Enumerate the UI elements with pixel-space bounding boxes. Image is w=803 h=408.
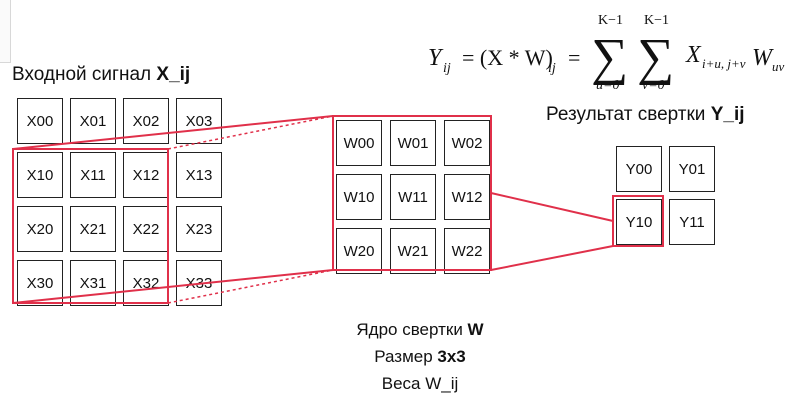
formula-sum1-sigma: ∑ xyxy=(591,29,628,86)
formula-sum2-sigma: ∑ xyxy=(637,29,674,86)
input-title-bold: X_ij xyxy=(156,64,191,85)
input-cell: X31 xyxy=(70,260,116,306)
projection-line-top-right xyxy=(167,115,334,150)
output-title-prefix: Результат свертки xyxy=(546,104,711,125)
input-cell: X03 xyxy=(176,98,222,144)
formula-sum2-upper: K−1 xyxy=(644,13,669,28)
input-cell: X00 xyxy=(17,98,63,144)
formula-w-sub: uv xyxy=(772,59,785,74)
kernel-caption-line3: Веса W_ij xyxy=(381,374,459,393)
kernel-caption-line1: Ядро свертки W xyxy=(300,316,540,343)
kernel-caption-line2-prefix: Размер xyxy=(374,347,438,366)
input-cell: X13 xyxy=(176,152,222,198)
input-cell: X30 xyxy=(17,260,63,306)
input-cell: X32 xyxy=(123,260,169,306)
input-cell: X20 xyxy=(17,206,63,252)
kernel-cell: W22 xyxy=(444,228,490,274)
output-title: Результат свертки Y_ij xyxy=(546,104,745,126)
left-edge-strip xyxy=(0,0,11,63)
kernel-cell: W10 xyxy=(336,174,382,220)
receptive-field-box xyxy=(12,148,169,304)
kernel-caption-line1-bold: W xyxy=(467,320,484,339)
input-cell: X10 xyxy=(17,152,63,198)
kernel-cell: W11 xyxy=(390,174,436,220)
formula-lhs-sub: ij xyxy=(443,61,451,76)
kernel-cell: W12 xyxy=(444,174,490,220)
convolution-formula: Y ij = (X * W) ij = K−1 ∑ u=0 K−1 ∑ v=0 … xyxy=(428,13,785,93)
kernel-cell: W00 xyxy=(336,120,382,166)
formula-lhs: Y xyxy=(428,45,444,71)
kernel-box xyxy=(332,115,492,271)
kernel-to-output-line-bottom xyxy=(490,245,614,271)
formula-x-var: X xyxy=(685,42,702,68)
formula-eq1: = (X * W) xyxy=(462,45,553,70)
projection-line-bottom-right xyxy=(167,269,334,304)
input-cell: X01 xyxy=(70,98,116,144)
formula-sum1-lower: u=0 xyxy=(596,78,619,93)
formula-w-var: W xyxy=(752,45,774,71)
output-cell: Y00 xyxy=(616,146,662,192)
formula-sum2-lower: v=0 xyxy=(642,78,665,93)
input-title: Входной сигнал X_ij xyxy=(12,64,190,86)
output-title-bold: Y_ij xyxy=(710,104,745,125)
input-cell: X22 xyxy=(123,206,169,252)
input-cell: X23 xyxy=(176,206,222,252)
formula-eq2: = xyxy=(568,45,580,70)
input-cell: X11 xyxy=(70,152,116,198)
kernel-caption-line2-bold: 3x3 xyxy=(437,347,466,366)
kernel-cell: W02 xyxy=(444,120,490,166)
formula-sum1-upper: K−1 xyxy=(598,13,623,28)
kernel-caption-line2: Размер 3x3 xyxy=(300,343,540,370)
kernel-cell: W21 xyxy=(390,228,436,274)
output-highlight-box xyxy=(612,195,664,247)
formula-eq1-sub: ij xyxy=(548,61,556,76)
formula-x-sub: i+u, j+v xyxy=(702,56,746,71)
kernel-to-output-line-top xyxy=(490,192,614,222)
kernel-cell: W20 xyxy=(336,228,382,274)
kernel-caption-line1-prefix: Ядро свертки xyxy=(356,320,468,339)
input-title-prefix: Входной сигнал xyxy=(12,64,157,85)
output-cell: Y01 xyxy=(669,146,715,192)
projection-line-top-left xyxy=(12,115,334,150)
kernel-caption: Ядро свертки W Размер 3x3 Веса W_ij xyxy=(300,316,540,397)
kernel-cell: W01 xyxy=(390,120,436,166)
input-cell: X21 xyxy=(70,206,116,252)
output-cell: Y10 xyxy=(616,199,662,245)
projection-line-bottom-left xyxy=(12,269,334,304)
output-cell: Y11 xyxy=(669,199,715,245)
